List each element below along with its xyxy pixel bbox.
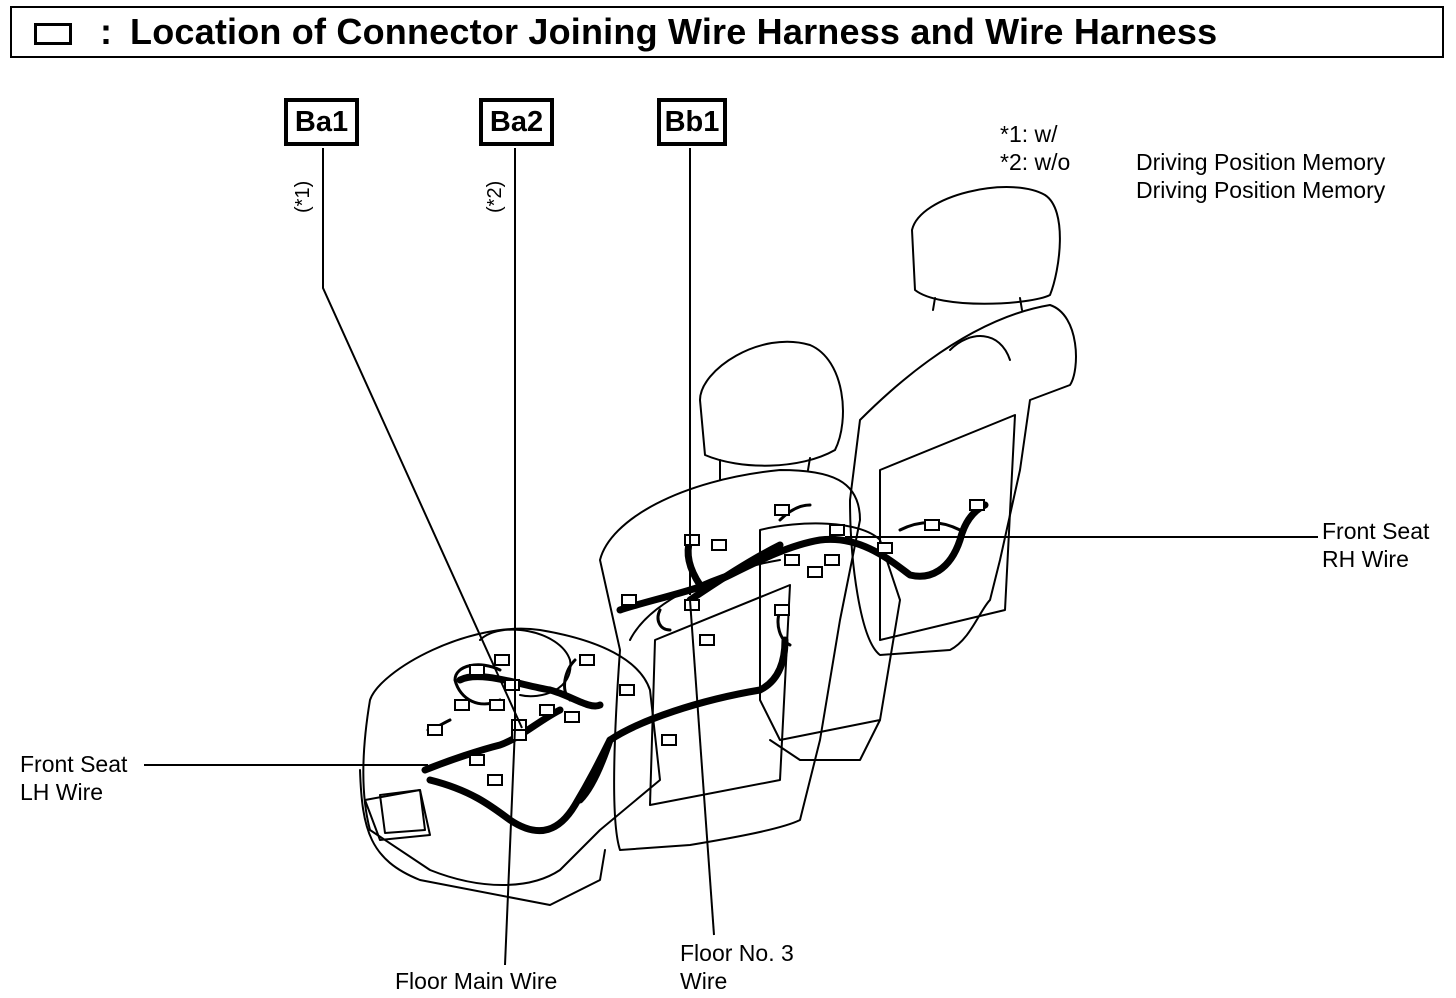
lh-seat-back — [599, 469, 861, 851]
connector-code-bb1: Bb1 — [657, 98, 727, 146]
floor-main-wire-label: Floor Main Wire — [395, 968, 558, 994]
connector-code-ba2: Ba2 — [479, 98, 554, 146]
front-seat-rh-label-line1: Front Seat — [1322, 518, 1430, 544]
rh-headrest — [911, 186, 1061, 305]
rh-seat-cushion — [759, 522, 901, 741]
note-2-marker: *2: w/o — [1000, 149, 1071, 175]
floor-no3-leader — [689, 599, 715, 936]
page-title: Location of Connector Joining Wire Harne… — [130, 11, 1218, 52]
ba2-note-ref: (*2) — [484, 180, 506, 213]
header-colon: : — [100, 11, 112, 52]
ba1-leader — [322, 148, 523, 729]
ba1-note-ref: (*1) — [292, 180, 314, 213]
front-seat-rh-label-line2: RH Wire — [1322, 546, 1409, 572]
note-2-text: Driving Position Memory — [1136, 177, 1386, 203]
front-seat-lh-label-line1: Front Seat — [20, 751, 128, 777]
floor-no3-wire-label-line1: Floor No. 3 — [680, 940, 794, 966]
note-2: *2: w/o Driving Position Memory — [1000, 120, 1440, 203]
ba2-leader — [504, 148, 516, 966]
lh-headrest — [699, 340, 844, 467]
floor-no3-wire-label-line2: Wire — [680, 968, 728, 994]
lh-seat-cushion — [362, 627, 661, 886]
note-1-marker: *1: w/ — [1000, 121, 1058, 147]
note-1: *1: w/ Driving Position Memory — [1000, 92, 1440, 175]
diagram-header: : Location of Connector Joining Wire Har… — [10, 6, 1444, 58]
connector-legend-box-icon — [34, 23, 72, 45]
rh-seat-back — [849, 304, 1077, 656]
note-1-text: Driving Position Memory — [1136, 149, 1386, 175]
front-seat-lh-label-line2: LH Wire — [20, 779, 104, 805]
connector-code-ba1: Ba1 — [284, 98, 359, 146]
